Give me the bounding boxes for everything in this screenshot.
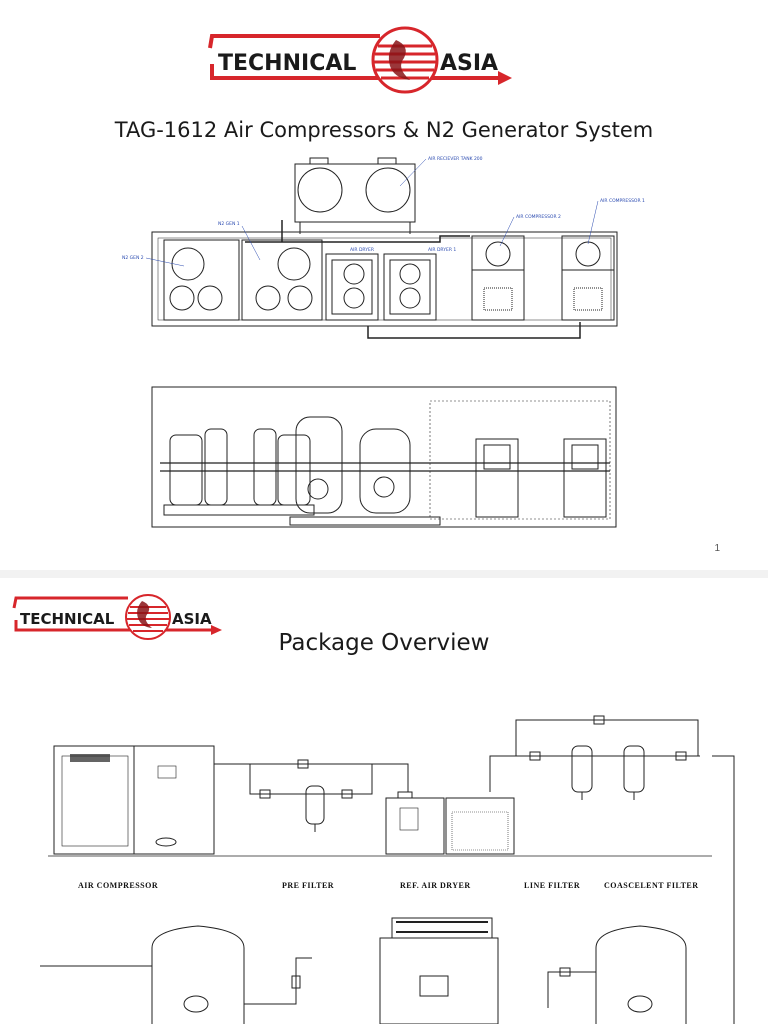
- label-coascelent-filter: COASCELENT FILTER: [604, 881, 699, 890]
- technical-asia-logo-small: TECHNICAL ASIA: [12, 594, 222, 640]
- label-air-compressor: AIR COMPRESSOR: [78, 881, 158, 890]
- ref-air-dryer-unit: [385, 791, 515, 855]
- logo-text-asia: ASIA: [172, 610, 212, 628]
- receiver-tank-group: [294, 157, 416, 234]
- annotation-air-dryer: AIR DRYER: [350, 247, 374, 253]
- n2-gen-1: [241, 239, 323, 321]
- elevation-container-outline: [151, 386, 617, 528]
- logo-globe-figure: [388, 40, 410, 80]
- annotation-air-dryer-1: AIR DRYER 1: [428, 247, 456, 253]
- lower-tanks: [40, 925, 687, 1024]
- logo-arrow-head: [498, 71, 512, 85]
- logo-globe: [371, 26, 439, 94]
- package-overview-diagram: AIR COMPRESSOR PRE FILTER REF. AIR DRYER…: [40, 715, 735, 1024]
- line-coalescent-filters: [489, 715, 735, 1024]
- n2-generator-unit: [379, 917, 499, 1024]
- page-number: 1: [714, 543, 720, 554]
- annotation-air-compressor-1: AIR COMPRESSOR 1: [600, 198, 645, 204]
- logo-text-technical: TECHNICAL: [218, 51, 356, 76]
- container-outline: [151, 231, 618, 327]
- logo-text-technical: TECHNICAL: [20, 610, 115, 628]
- compressors-elevation: [475, 438, 607, 518]
- slide-2: TECHNICAL ASIA Package Overview: [0, 578, 768, 1024]
- slide-1: TECHNICAL ASIA TAG-1612 Air Compressors …: [114, 26, 720, 554]
- logo-swoosh-top: [208, 34, 380, 49]
- air-dryer-units: [325, 253, 437, 321]
- air-compressor-2: [471, 235, 525, 321]
- logo-arrow-head: [211, 625, 222, 635]
- label-pre-filter: PRE FILTER: [282, 881, 334, 890]
- label-line-filter: LINE FILTER: [524, 881, 580, 890]
- page-title: TAG-1612 Air Compressors & N2 Generator …: [114, 118, 654, 142]
- annotation-n2-gen-1: N2 GEN 1: [218, 221, 240, 227]
- logo-swoosh-top: [12, 596, 128, 609]
- slide-separator: [0, 570, 768, 578]
- label-ref-air-dryer: REF. AIR DRYER: [400, 881, 471, 890]
- technical-asia-logo: TECHNICAL ASIA: [208, 26, 512, 94]
- page-title: Package Overview: [278, 630, 490, 656]
- plan-view-drawing: AIR RECIEVER TANK 200: [122, 156, 645, 339]
- annotation-air-compressor-2: AIR COMPRESSOR 2: [516, 214, 561, 220]
- logo-text-asia: ASIA: [440, 51, 498, 76]
- air-compressor-1: [561, 235, 615, 321]
- annotation-n2-gen-2: N2 GEN 2: [122, 255, 144, 261]
- n2-gen-towers: [163, 428, 315, 516]
- air-compressor-unit: [53, 745, 215, 855]
- elevation-view-drawing: [151, 386, 617, 528]
- n2-gen-2: [163, 239, 240, 321]
- piping: [245, 220, 581, 339]
- annotation-receiver-tank: AIR RECIEVER TANK 200: [428, 156, 483, 162]
- pre-filter-piping: [214, 759, 409, 832]
- logo-globe-figure: [137, 601, 152, 628]
- receiver-tanks-elevation: [295, 416, 411, 514]
- elevation-piping: [160, 462, 610, 472]
